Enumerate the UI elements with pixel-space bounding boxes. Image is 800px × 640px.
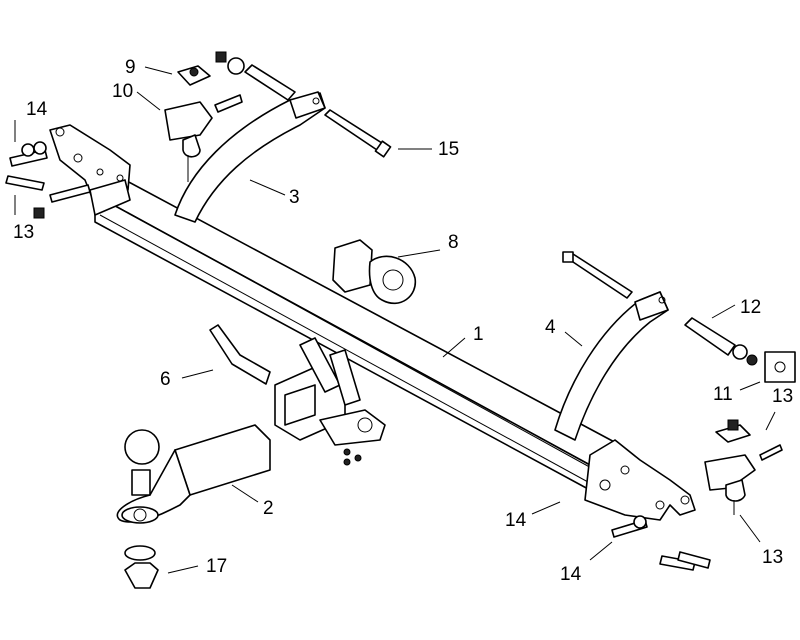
left-mounting-plate bbox=[49, 124, 131, 216]
callout-12: 12 bbox=[740, 297, 761, 318]
callout-6: 6 bbox=[160, 369, 171, 390]
callout-4: 4 bbox=[545, 317, 556, 338]
left-bolts bbox=[5, 141, 91, 219]
callout-14-left: 14 bbox=[26, 99, 48, 120]
crossbar-part-1 bbox=[94, 179, 621, 491]
square-washer-part-11 bbox=[764, 351, 796, 383]
callout-13-right-top: 13 bbox=[772, 386, 793, 407]
long-bolt-part-15 bbox=[324, 109, 392, 158]
callout-10: 10 bbox=[112, 81, 133, 102]
callout-17: 17 bbox=[206, 556, 227, 577]
clamp-part-10 bbox=[164, 94, 243, 182]
callout-14-middle: 14 bbox=[505, 510, 527, 531]
bracket-arm-part-3 bbox=[174, 91, 326, 223]
callout-3: 3 bbox=[289, 187, 300, 208]
callout-labels: 1 2 3 4 6 8 9 10 11 12 13 13 13 14 14 14… bbox=[13, 57, 793, 585]
spacer-tube-left bbox=[215, 51, 296, 101]
bent-pin-part-6 bbox=[209, 324, 271, 385]
callout-1: 1 bbox=[473, 324, 484, 345]
callout-11: 11 bbox=[713, 384, 733, 405]
right-mounting-plate bbox=[584, 439, 696, 521]
socket-plate-part-8 bbox=[332, 239, 416, 305]
long-bolt-right bbox=[562, 251, 633, 299]
clamp-right bbox=[704, 419, 783, 515]
washer-nut-part-17 bbox=[124, 545, 159, 589]
callout-13-right-bottom: 13 bbox=[762, 547, 783, 568]
callout-15: 15 bbox=[438, 139, 459, 160]
bracket-arm-part-4 bbox=[554, 291, 669, 441]
hitch-receiver bbox=[274, 337, 386, 466]
callout-2: 2 bbox=[263, 498, 274, 519]
callout-14-bottom: 14 bbox=[560, 564, 582, 585]
ball-mount-part-2 bbox=[116, 424, 271, 524]
callout-9: 9 bbox=[125, 57, 136, 78]
right-bolts bbox=[611, 515, 711, 571]
callout-8: 8 bbox=[448, 232, 459, 253]
spacer-tube-part-12 bbox=[684, 317, 758, 366]
leader-lines bbox=[14, 66, 776, 574]
callout-13-left: 13 bbox=[13, 222, 34, 243]
clamp-part-9 bbox=[177, 65, 211, 86]
